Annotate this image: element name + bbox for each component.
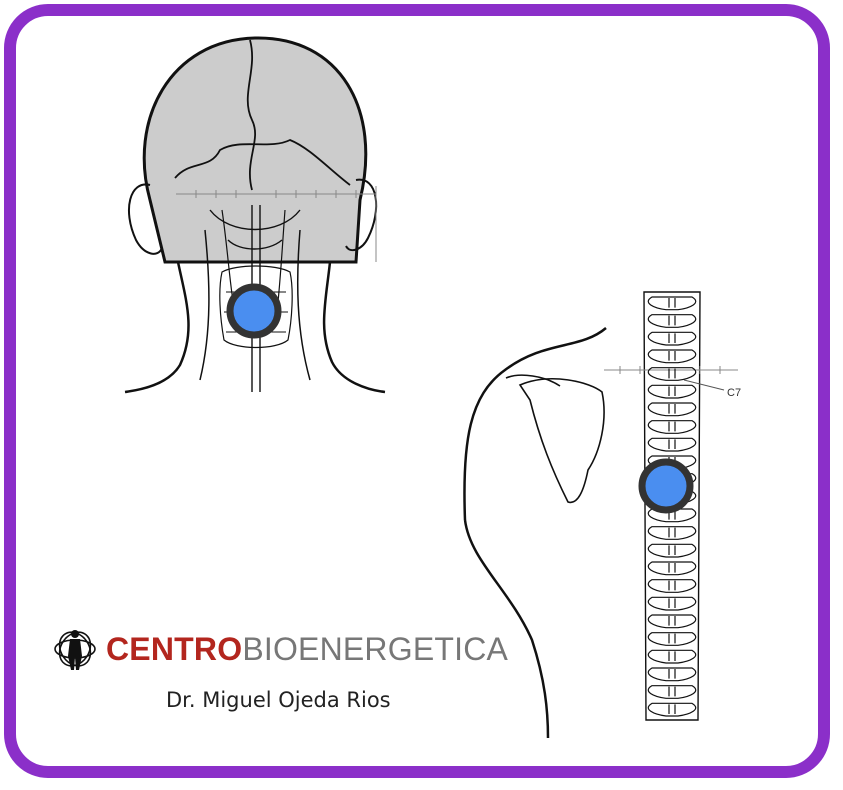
spinous-process xyxy=(669,333,675,343)
doctor-name: Dr. Miguel Ojeda Rios xyxy=(166,688,391,712)
spinous-process xyxy=(669,581,675,591)
vertebra xyxy=(648,350,695,363)
vertebra xyxy=(648,580,695,593)
brand-logo-block: CENTRO BIOENERGETICA xyxy=(52,626,508,672)
vertebra xyxy=(648,650,695,663)
spinous-process xyxy=(669,563,675,573)
spinous-process xyxy=(669,528,675,538)
head-figure xyxy=(125,38,385,392)
spinous-process xyxy=(669,439,675,449)
acupoint-marker-spine xyxy=(642,462,690,510)
spinous-process xyxy=(669,634,675,644)
vertebra xyxy=(648,403,695,416)
vertebra xyxy=(648,438,695,451)
shoulder-contour xyxy=(464,328,606,520)
vertebra xyxy=(648,703,695,716)
spinous-process xyxy=(669,598,675,608)
spinous-process xyxy=(669,545,675,555)
skull xyxy=(144,38,366,262)
brand-name-light: BIOENERGETICA xyxy=(242,631,508,668)
figure-swirl-logo-icon xyxy=(52,626,98,672)
spinous-process xyxy=(669,704,675,714)
vertebra xyxy=(648,615,695,628)
brand-name-strong: CENTRO xyxy=(106,631,242,668)
vertebra xyxy=(648,633,695,646)
spinous-process xyxy=(669,386,675,396)
vertebra xyxy=(648,315,695,328)
vertebra xyxy=(648,527,695,540)
acupoint-marker-neck xyxy=(230,287,278,335)
vertebra xyxy=(648,686,695,699)
vertebra xyxy=(648,297,695,310)
vertebra xyxy=(648,544,695,557)
vertebra xyxy=(648,668,695,681)
spinous-process xyxy=(669,669,675,679)
spinous-process xyxy=(669,298,675,308)
spinous-process xyxy=(669,422,675,432)
spinous-process xyxy=(669,316,675,326)
vertebra xyxy=(648,385,695,398)
spinous-process xyxy=(669,616,675,626)
vertebra xyxy=(648,562,695,575)
spinous-process xyxy=(669,687,675,697)
scapula xyxy=(520,379,604,503)
spinous-process xyxy=(669,404,675,414)
c7-label: C7 xyxy=(727,387,741,399)
vertebra xyxy=(648,421,695,434)
spinous-process xyxy=(669,651,675,661)
spinous-process xyxy=(669,351,675,361)
vertebra xyxy=(648,597,695,610)
vertebra xyxy=(648,332,695,345)
